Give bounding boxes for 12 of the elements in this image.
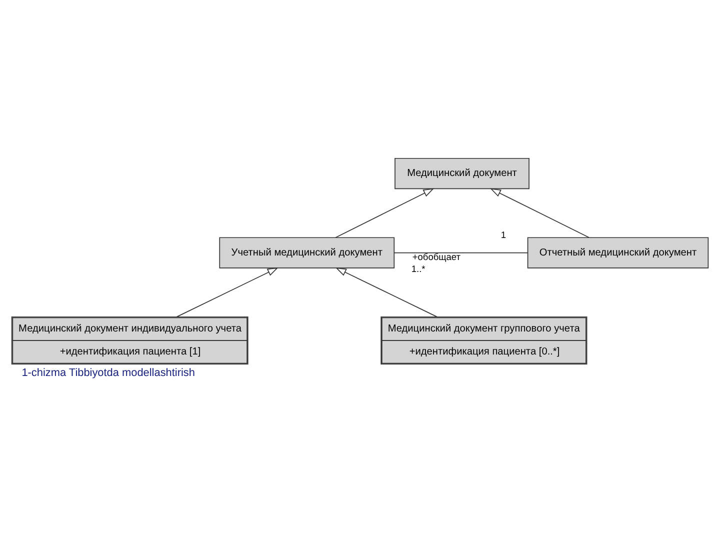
connector	[394, 252, 528, 253]
arrow	[335, 266, 438, 317]
node-box: Медицинский документ	[394, 157, 530, 189]
arrow	[490, 188, 590, 238]
arrow	[176, 266, 278, 317]
node-box: Учетный медицинский документ	[219, 236, 395, 268]
node-box: Отчетный медицинский документ	[527, 236, 709, 268]
caption: 1-chizma Tibbiyotda modellashtirish	[22, 366, 195, 379]
edge-label: +обобщает	[412, 252, 461, 262]
label: 1	[500, 230, 506, 240]
arrow	[335, 188, 434, 238]
label: 1..*	[411, 264, 426, 274]
